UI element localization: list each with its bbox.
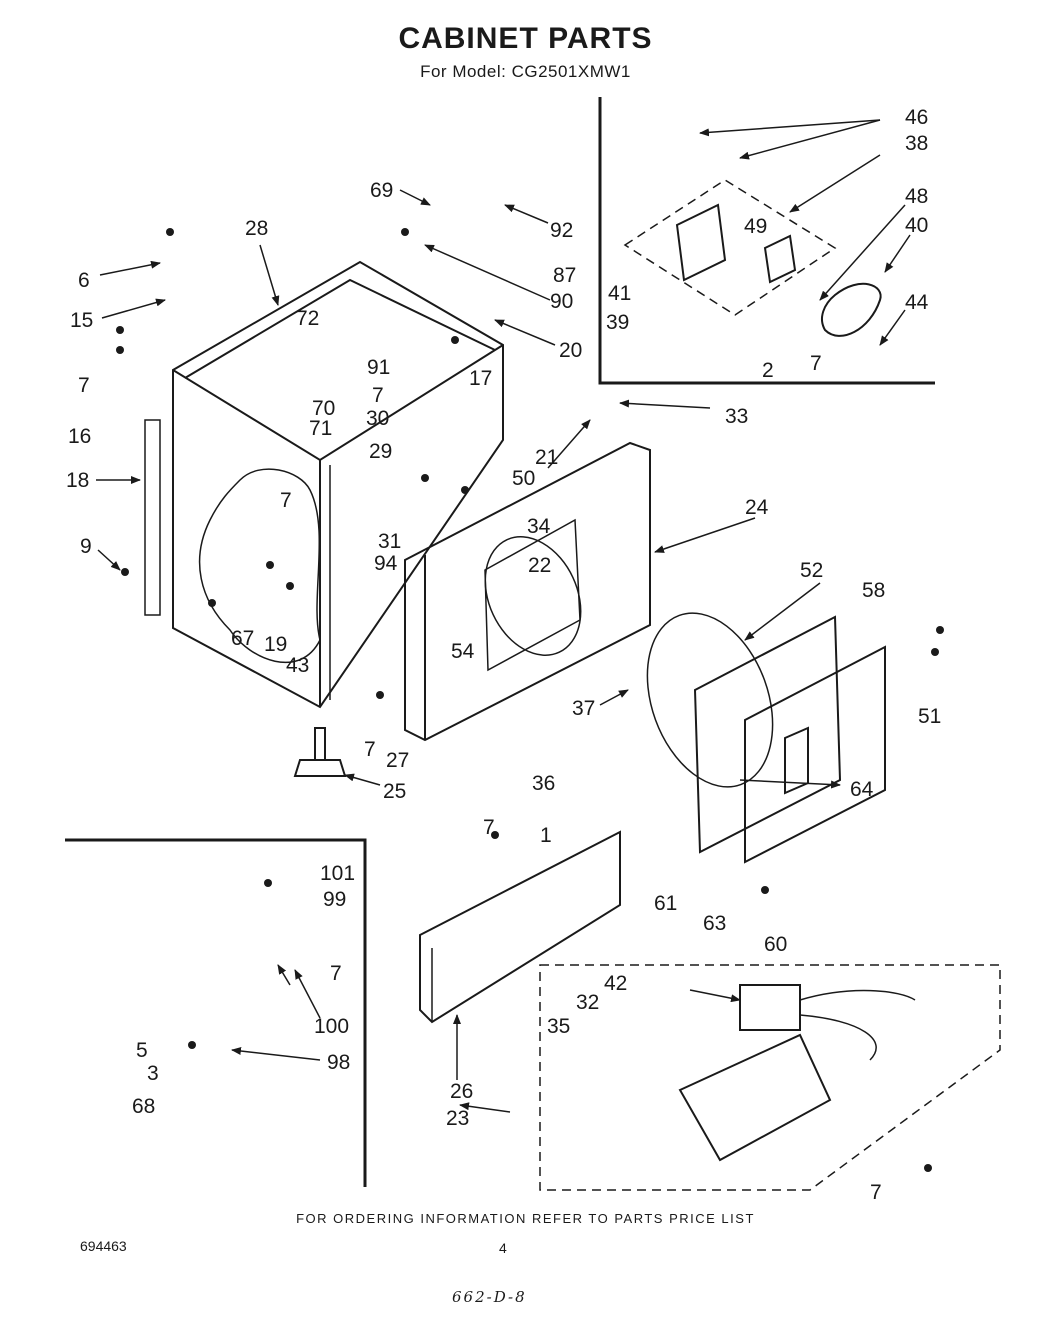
ordering-note: FOR ORDERING INFORMATION REFER TO PARTS … xyxy=(296,1211,755,1226)
callout-36: 36 xyxy=(532,772,555,795)
callout-101: 101 xyxy=(320,862,355,885)
callout-21: 21 xyxy=(535,446,558,469)
callout-37: 37 xyxy=(572,697,595,720)
callout-49: 49 xyxy=(744,215,767,238)
inset-box-bottom-right xyxy=(539,964,1001,1191)
callout-98: 98 xyxy=(327,1051,350,1074)
callout-7d: 7 xyxy=(280,489,292,512)
hardware-fasteners xyxy=(116,228,944,1172)
page-title: CABINET PARTS xyxy=(398,22,653,55)
callout-61: 61 xyxy=(654,892,677,915)
callout-33: 33 xyxy=(725,405,748,428)
callout-7h: 7 xyxy=(870,1181,882,1204)
callout-100: 100 xyxy=(314,1015,349,1038)
callout-91: 91 xyxy=(367,356,390,379)
callout-71: 71 xyxy=(309,417,332,440)
door-assembly xyxy=(646,612,886,864)
callout-22: 22 xyxy=(528,554,551,577)
model-subtitle: For Model: CG2501XMW1 xyxy=(420,62,631,81)
callout-44: 44 xyxy=(905,291,929,314)
callout-7g: 7 xyxy=(330,962,342,985)
cabinet-leveling-foot xyxy=(293,727,347,777)
callout-25: 25 xyxy=(383,780,406,803)
callout-69: 69 xyxy=(370,179,393,202)
callout-17: 17 xyxy=(469,367,492,390)
callout-23: 23 xyxy=(446,1107,469,1130)
callout-64: 64 xyxy=(850,778,874,801)
callout-46: 46 xyxy=(905,106,928,129)
callout-40: 40 xyxy=(905,214,928,237)
callout-20: 20 xyxy=(559,339,582,362)
callout-52: 52 xyxy=(800,559,823,582)
callout-7e: 7 xyxy=(364,738,376,761)
callout-43: 43 xyxy=(286,654,309,677)
callout-38: 38 xyxy=(905,132,928,155)
callout-68: 68 xyxy=(132,1095,155,1118)
callout-54: 54 xyxy=(451,640,475,663)
callout-27: 27 xyxy=(386,749,409,772)
callout-99: 99 xyxy=(323,888,346,911)
callout-42: 42 xyxy=(604,972,627,995)
callout-7b: 7 xyxy=(372,384,384,407)
callout-35: 35 xyxy=(547,1015,570,1038)
cabinet-body xyxy=(144,260,504,709)
document-number: 694463 xyxy=(80,1238,127,1254)
callout-7c: 7 xyxy=(78,374,90,397)
callout-18: 18 xyxy=(66,469,89,492)
callout-32: 32 xyxy=(576,991,599,1014)
callout-34: 34 xyxy=(527,515,551,538)
callout-3: 3 xyxy=(147,1062,159,1085)
callout-50: 50 xyxy=(512,467,535,490)
callout-72: 72 xyxy=(296,307,319,330)
callout-31: 31 xyxy=(378,530,401,553)
leader-lines xyxy=(96,119,911,1113)
callout-26: 26 xyxy=(450,1080,473,1103)
callout-7f: 7 xyxy=(483,816,495,839)
callout-1: 1 xyxy=(540,824,552,847)
callout-30: 30 xyxy=(366,407,389,430)
callout-28: 28 xyxy=(245,217,268,240)
callout-51: 51 xyxy=(918,705,941,728)
gas-valve-assembly xyxy=(678,984,916,1162)
callout-87: 87 xyxy=(553,264,576,287)
callout-60: 60 xyxy=(764,933,787,956)
callout-58: 58 xyxy=(862,579,885,602)
front-panel xyxy=(404,441,651,742)
callout-41: 41 xyxy=(608,282,631,305)
inset-box-top-right xyxy=(598,97,935,385)
toe-panel xyxy=(419,830,621,1024)
callout-16: 16 xyxy=(68,425,91,448)
callout-48: 48 xyxy=(905,185,928,208)
callout-94: 94 xyxy=(374,552,398,575)
callout-7: 7 xyxy=(810,352,822,375)
callout-92: 92 xyxy=(550,219,573,242)
callout-63: 63 xyxy=(703,912,726,935)
callout-5: 5 xyxy=(136,1039,148,1062)
callout-39: 39 xyxy=(606,311,629,334)
inset-box-bottom-left xyxy=(65,838,367,1187)
callout-24: 24 xyxy=(745,496,769,519)
callout-67: 67 xyxy=(231,627,254,650)
callout-90: 90 xyxy=(550,290,573,313)
callout-2: 2 xyxy=(762,359,774,382)
callout-70: 70 xyxy=(312,397,335,420)
page-number: 4 xyxy=(499,1240,507,1256)
callout-9: 9 xyxy=(80,535,92,558)
callout-29: 29 xyxy=(369,440,392,463)
callout-15: 15 xyxy=(70,309,93,332)
timer-switch-assembly xyxy=(623,179,882,337)
callout-6: 6 xyxy=(78,269,90,292)
callout-19: 19 xyxy=(264,633,287,656)
callout-numbers: 46 38 48 40 49 41 39 2 7 44 69 92 87 90 … xyxy=(66,106,941,1204)
handwritten-code: 662-D-8 xyxy=(452,1288,527,1306)
